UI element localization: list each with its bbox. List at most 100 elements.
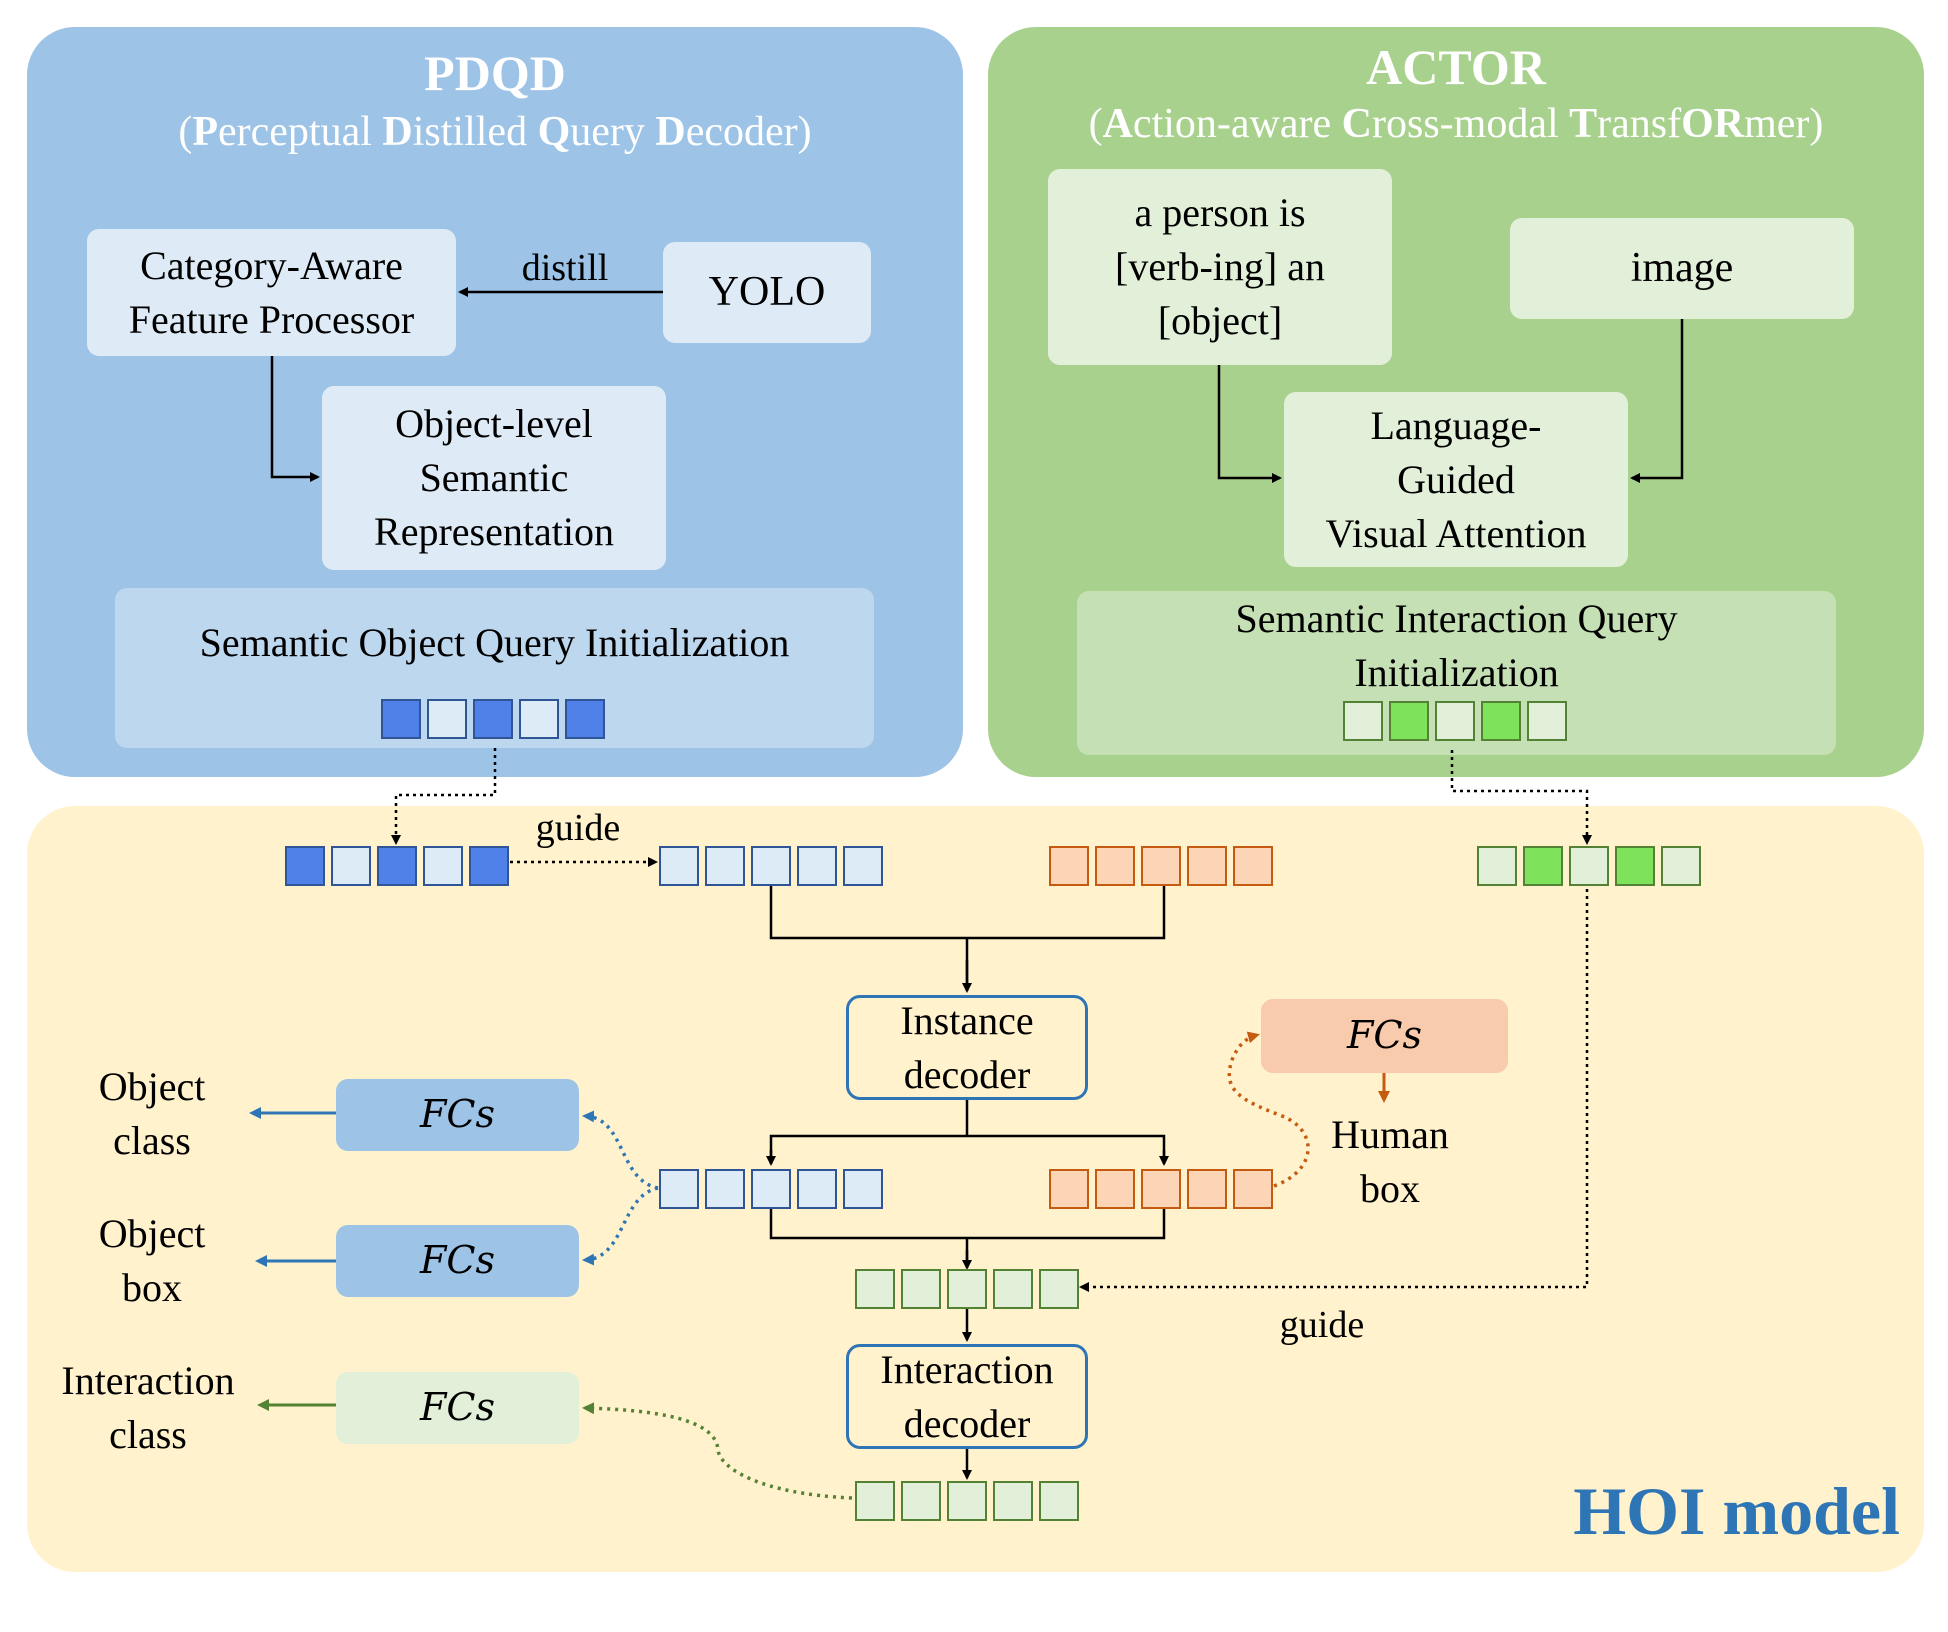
- pdqd-query-square-2: [473, 699, 513, 739]
- pdqd-query-square-1: [427, 699, 467, 739]
- interaction-query-input-square-0: [855, 1269, 895, 1309]
- instance-object-output-square-3: [797, 1169, 837, 1209]
- hoi-human-query-square-2: [1141, 846, 1181, 886]
- object-level-semantic-representation-box: Object-level Semantic Representation: [322, 386, 666, 570]
- hoi-model-title: HOI model: [1573, 1473, 1900, 1549]
- category-aware-feature-processor-box: Category-Aware Feature Processor: [87, 229, 456, 356]
- hoi-object-query-square-0: [285, 846, 325, 886]
- to-fcs-human-box-curve: [1227, 1031, 1310, 1188]
- pdqd-subtitle: (Perceptual Distilled Query Decoder): [27, 108, 963, 156]
- guide-label-bottom: guide: [1279, 1304, 1365, 1346]
- instance-human-output-square-3: [1187, 1169, 1227, 1209]
- instance-object-output-square-1: [705, 1169, 745, 1209]
- instance-human-output-square-2: [1141, 1169, 1181, 1209]
- guide-label-top: guide: [535, 807, 621, 849]
- fcs-object-class: FCs: [336, 1079, 579, 1151]
- object-box-output-label: Object box: [98, 1211, 206, 1310]
- human-box-output-label: Human box: [1331, 1112, 1449, 1211]
- instance-decoder-split: [769, 1100, 1166, 1164]
- subtitle-part: mer): [1744, 101, 1824, 147]
- interaction-decoder-output-square-0: [855, 1481, 895, 1521]
- actor-query-square-4: [1527, 701, 1567, 741]
- actor-query-square-0: [1343, 701, 1383, 741]
- image-box: image: [1510, 218, 1854, 319]
- hoi-interaction-query-square-1: [1523, 846, 1563, 886]
- subtitle-part: D: [655, 109, 686, 155]
- interaction-decoder-box: Interaction decoder: [846, 1344, 1088, 1449]
- instance-decoder-box: Instance decoder: [846, 995, 1088, 1100]
- prompt-to-lgva-arrow: [1217, 365, 1282, 483]
- subtitle-part: D: [382, 109, 413, 155]
- guide-bottom-arrow: [1079, 882, 1589, 1292]
- pdqd-query-square-3: [519, 699, 559, 739]
- subtitle-part: Q: [537, 109, 571, 155]
- subtitle-part: OR: [1681, 101, 1745, 147]
- actor-title: ACTOR: [1366, 39, 1546, 95]
- to-fcs-interaction-class-curve: [582, 1402, 853, 1500]
- fcs-human-box: FCs: [1261, 999, 1508, 1073]
- object-queries-to-hoi: [391, 748, 497, 845]
- hoi-human-query-square-1: [1095, 846, 1135, 886]
- instance-human-output-square-4: [1233, 1169, 1273, 1209]
- instance-human-output-square-0: [1049, 1169, 1089, 1209]
- subtitle-part: ecoder): [685, 109, 812, 155]
- subtitle-part: istilled: [412, 109, 538, 155]
- pdqd-title: PDQD: [424, 45, 566, 101]
- instance-human-output-square-1: [1095, 1169, 1135, 1209]
- fcs-object-box: FCs: [336, 1225, 579, 1297]
- distill-label: distill: [521, 247, 609, 289]
- hoi-human-query-square-4: [1233, 846, 1273, 886]
- interaction-query-input-square-3: [993, 1269, 1033, 1309]
- actor-query-square-3: [1481, 701, 1521, 741]
- image-to-lgva-arrow: [1630, 319, 1684, 483]
- hoi-interaction-query-square-4: [1661, 846, 1701, 886]
- actor-subtitle: (Action-aware Cross-modal TransfORmer): [988, 100, 1924, 148]
- prompt-template-box: a person is [verb-ing] an [object]: [1048, 169, 1392, 365]
- interaction-decoder-output-square-2: [947, 1481, 987, 1521]
- hoi-object-query-square-4: [469, 846, 509, 886]
- hoi-human-query-square-3: [1187, 846, 1227, 886]
- hoi-interaction-query-square-0: [1477, 846, 1517, 886]
- subtitle-part: (: [1088, 101, 1103, 147]
- processor-to-osr-arrow: [270, 356, 320, 482]
- interaction-decoder-output-square-3: [993, 1481, 1033, 1521]
- instance-object-output-square-4: [843, 1169, 883, 1209]
- yolo-box: YOLO: [663, 242, 871, 343]
- interaction-query-input-square-2: [947, 1269, 987, 1309]
- subtitle-part: P: [192, 109, 218, 155]
- instance-object-output-square-2: [751, 1169, 791, 1209]
- to-fcs-object-box-curve: [582, 1186, 659, 1266]
- hoi-guided-object-query-square-4: [843, 846, 883, 886]
- subtitle-part: C: [1341, 101, 1372, 147]
- subtitle-part: ross-modal: [1371, 101, 1570, 147]
- subtitle-part: A: [1102, 101, 1133, 147]
- hoi-interaction-query-square-3: [1615, 846, 1655, 886]
- actor-query-square-2: [1435, 701, 1475, 741]
- subtitle-part: erceptual: [218, 109, 383, 155]
- pdqd-query-square-4: [565, 699, 605, 739]
- fcs-interaction-class: FCs: [336, 1372, 579, 1444]
- subtitle-part: (: [178, 109, 193, 155]
- hoi-object-query-square-3: [423, 846, 463, 886]
- hoi-guided-object-query-square-0: [659, 846, 699, 886]
- pdqd-query-square-0: [381, 699, 421, 739]
- interaction-query-input-square-4: [1039, 1269, 1079, 1309]
- semantic-object-query-init-label: Semantic Object Query Initialization: [199, 620, 790, 665]
- object-class-output-label: Object class: [98, 1064, 206, 1163]
- to-fcs-object-class-curve: [582, 1110, 659, 1190]
- hoi-guided-object-query-square-2: [751, 846, 791, 886]
- instance-object-output-square-0: [659, 1169, 699, 1209]
- interaction-decoder-output-square-1: [901, 1481, 941, 1521]
- hoi-interaction-query-square-2: [1569, 846, 1609, 886]
- interaction-decoder-output-square-4: [1039, 1481, 1079, 1521]
- hoi-object-query-square-1: [331, 846, 371, 886]
- hoi-guided-object-query-square-1: [705, 846, 745, 886]
- interaction-queries-to-hoi: [1450, 750, 1592, 845]
- hoi-guided-object-query-square-3: [797, 846, 837, 886]
- subtitle-part: uery: [570, 109, 656, 155]
- subtitle-part: ransf: [1597, 101, 1682, 147]
- hoi-object-query-square-2: [377, 846, 417, 886]
- interaction-query-input-square-1: [901, 1269, 941, 1309]
- subtitle-part: ction-aware: [1132, 101, 1342, 147]
